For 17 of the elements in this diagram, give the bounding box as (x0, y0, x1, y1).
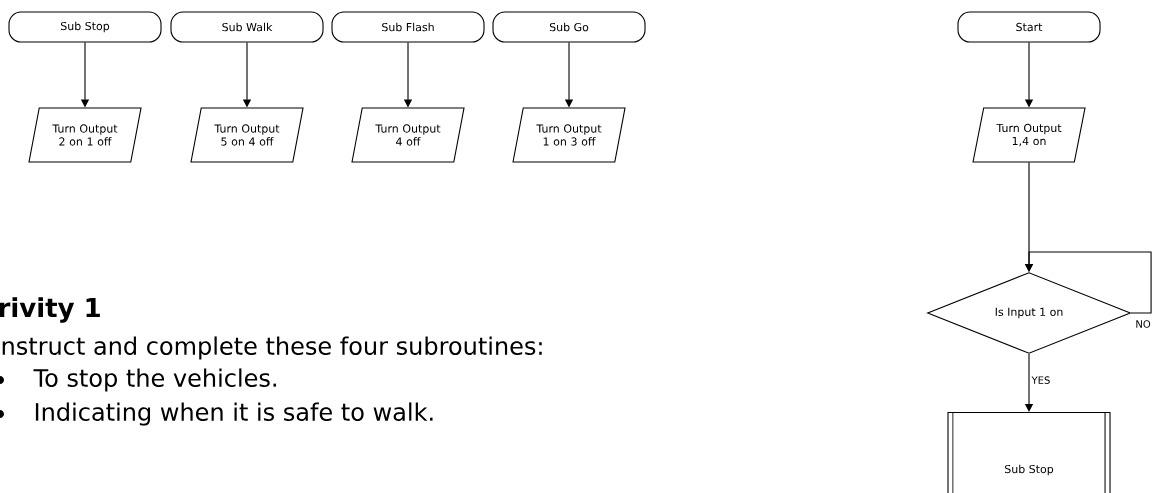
io-parallelogram: Turn Output 1,4 on (972, 107, 1086, 163)
instruction-text: nstruct and complete these four subroutines: (2, 336, 542, 360)
io-parallelogram: Turn Output 2 on 1 off (28, 107, 142, 163)
terminal-box: Sub Go (492, 11, 646, 43)
subroutine-box: Sub Stop (947, 411, 1111, 493)
bullet-text: To stop the vehicles. (33, 368, 276, 392)
edge-label: YES (1030, 375, 1052, 385)
terminal-box: Sub Flash (331, 11, 485, 43)
io-parallelogram: Turn Output 1 on 3 off (512, 107, 626, 163)
heading: rivity 1 (0, 297, 100, 323)
io-parallelogram: Turn Output 4 off (351, 107, 465, 163)
edge-label: NO (1134, 319, 1152, 329)
io-parallelogram: Turn Output 5 on 4 off (190, 107, 304, 163)
terminal-box: Sub Stop (8, 11, 162, 43)
bullet-text: Indicating when it is safe to walk. (35, 402, 433, 426)
terminal-box: Sub Walk (170, 11, 324, 43)
terminal-box: Start (957, 11, 1101, 43)
